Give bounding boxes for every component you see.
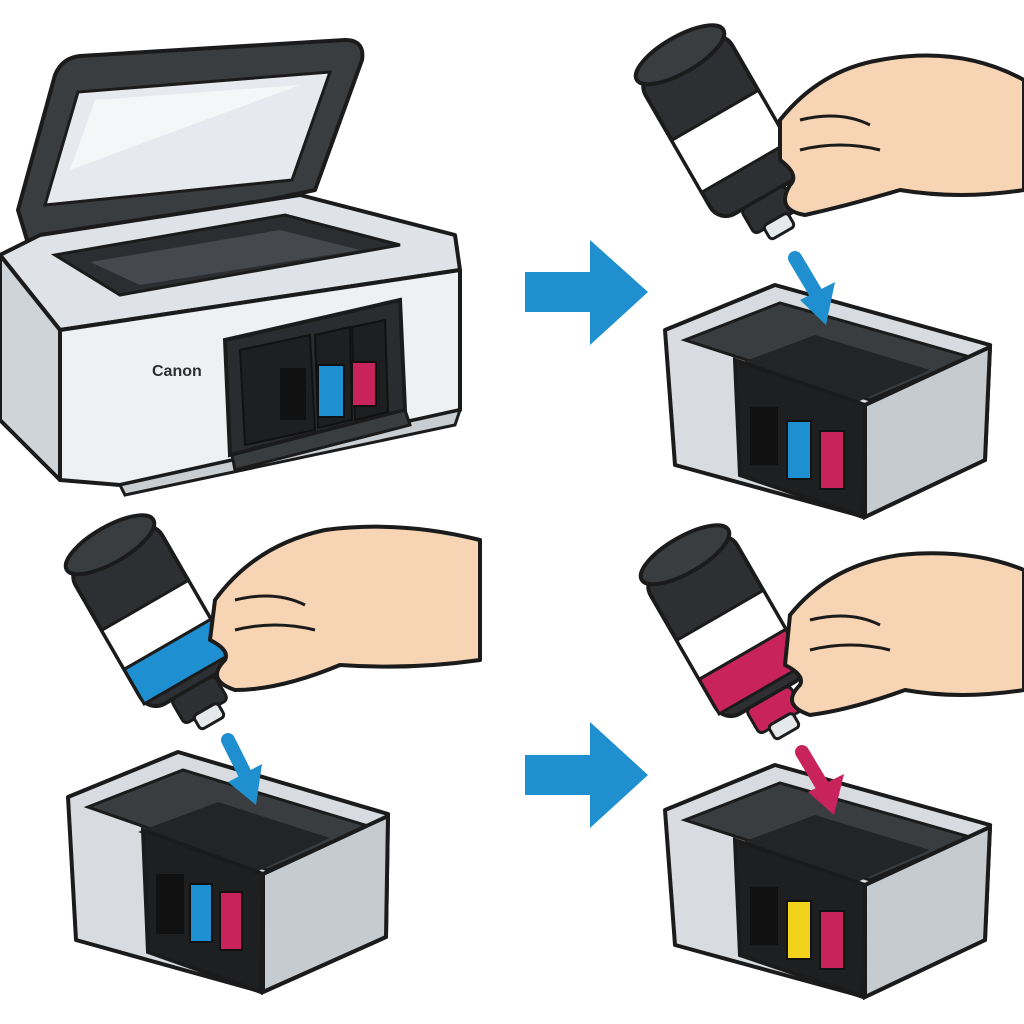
- arrow-right-icon: [525, 240, 648, 345]
- magenta-window: [819, 910, 845, 970]
- cyan-tank-window: [317, 364, 345, 418]
- printer: Canon: [0, 38, 463, 497]
- ink-tank-block: [66, 750, 391, 996]
- arrow-down-icon: [788, 251, 835, 325]
- black-window: [750, 887, 778, 945]
- black-window: [156, 874, 184, 934]
- arrow-right-icon: [525, 722, 648, 828]
- arrow-down-icon: [795, 745, 844, 815]
- black-window: [750, 407, 778, 465]
- magenta-tank-window: [351, 361, 377, 407]
- magenta-window: [219, 891, 243, 951]
- printer-lid: [16, 38, 365, 252]
- magenta-window: [819, 430, 845, 490]
- hand: [208, 524, 482, 692]
- printer-ink-bay: [222, 297, 412, 472]
- brand-label: Canon: [152, 363, 202, 380]
- ink-tank-block: [663, 283, 993, 521]
- arrow-down-icon: [221, 733, 262, 805]
- black-tank-window: [280, 368, 306, 420]
- cyan-window: [786, 420, 812, 480]
- hand: [783, 551, 1024, 717]
- cyan-ink-bottle-icon: [63, 513, 233, 731]
- black-ink-bottle-icon: [633, 23, 802, 241]
- yellow-window: [786, 900, 812, 960]
- cyan-window: [189, 883, 213, 943]
- ink-tank-block: [663, 763, 993, 1001]
- hand: [778, 53, 1024, 217]
- magenta-ink-bottle-icon: [638, 523, 808, 741]
